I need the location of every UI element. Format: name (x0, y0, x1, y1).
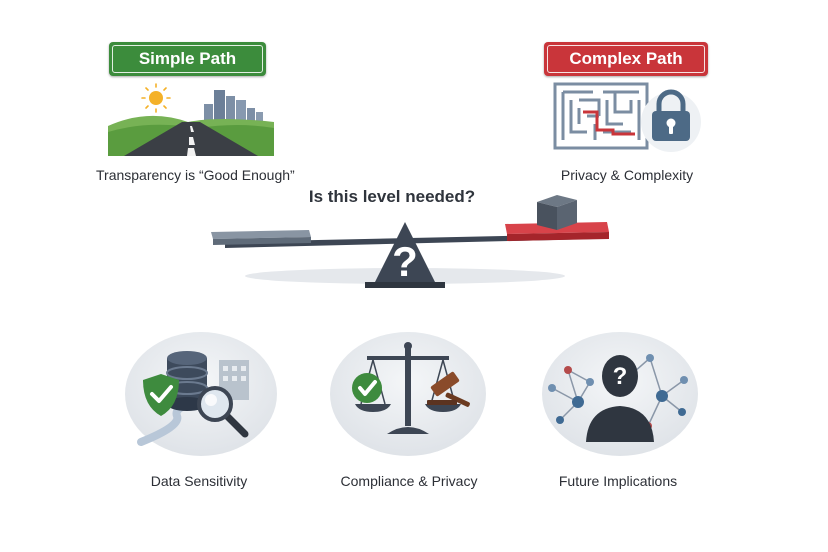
person-silhouette-icon (586, 355, 654, 442)
simple-path-sign: Simple Path (109, 42, 266, 76)
compliance-privacy-label: Compliance & Privacy (340, 473, 478, 489)
maze-path-red (583, 110, 635, 136)
weight-cube-icon (537, 195, 577, 230)
maze-lock-icon (553, 82, 701, 152)
data-sensitivity-icon (125, 332, 277, 456)
shield-check-icon (143, 374, 179, 416)
padlock-icon (641, 89, 701, 152)
compliance-privacy-icon (330, 332, 486, 456)
magnifier-icon (197, 386, 249, 438)
future-implications-label: Future Implications (558, 473, 678, 489)
gavel-icon (427, 371, 470, 407)
future-implications-icon: ? (542, 332, 698, 456)
check-circle-icon (352, 373, 382, 403)
balance-question: Is this level needed? (308, 187, 476, 206)
complex-path-caption: Privacy & Complexity (560, 167, 694, 183)
simple-path-caption: Transparency is “Good Enough” (96, 167, 295, 183)
sun-icon (141, 83, 171, 113)
complex-path-sign: Complex Path (544, 42, 708, 76)
balance-scale: ? (211, 195, 609, 288)
simple-path-label: Simple Path (138, 49, 237, 68)
road-city-icon (108, 83, 274, 156)
fulcrum-question-mark: ? (392, 238, 418, 285)
data-sensitivity-label: Data Sensitivity (150, 473, 248, 489)
person-question-mark: ? (613, 363, 628, 390)
scale-fulcrum (373, 222, 437, 286)
city-skyline (204, 90, 263, 126)
maze-icon (553, 82, 649, 150)
complex-path-label: Complex Path (569, 49, 683, 68)
left-platform (211, 230, 311, 245)
